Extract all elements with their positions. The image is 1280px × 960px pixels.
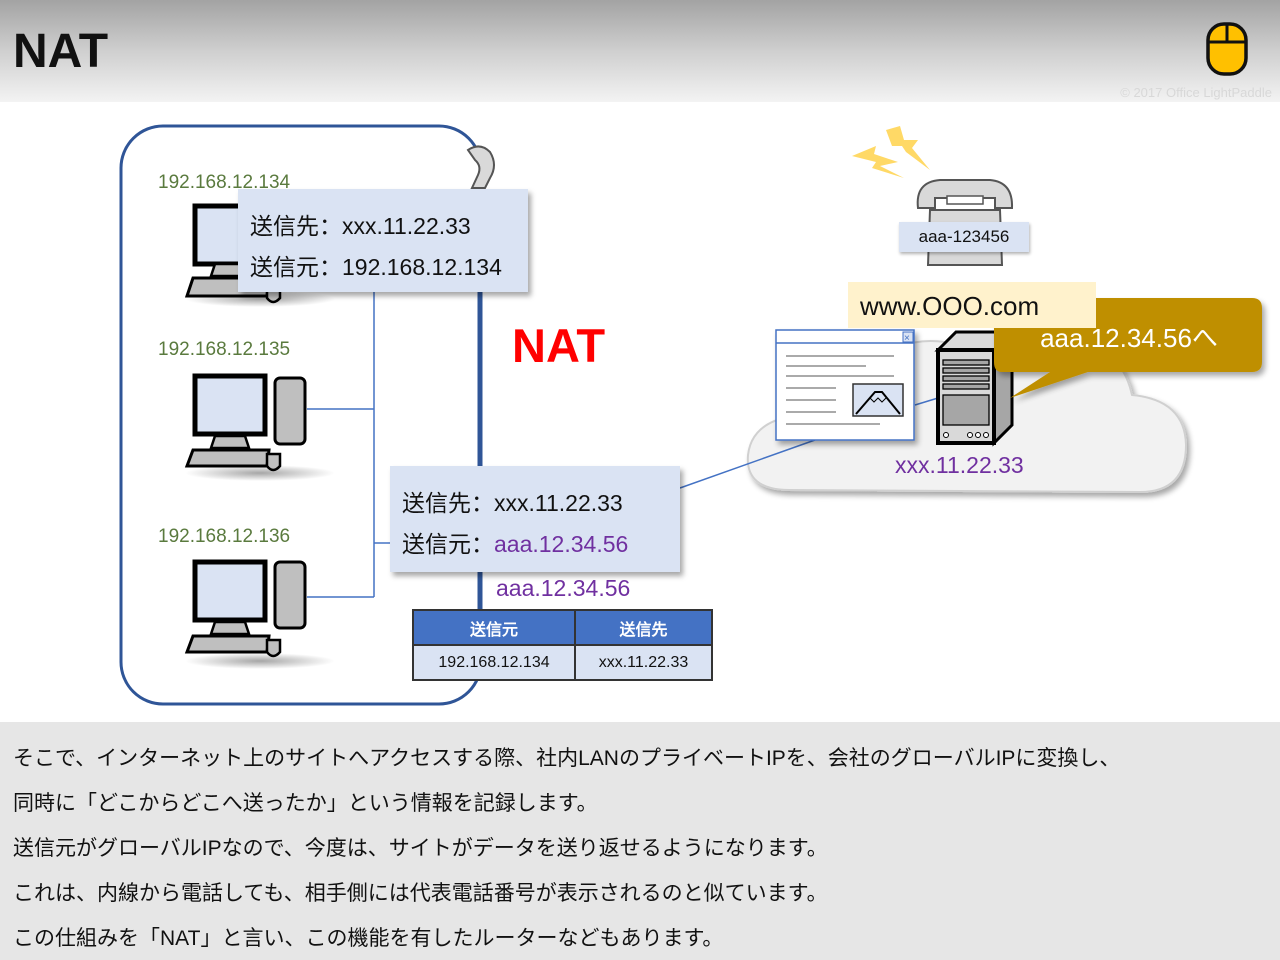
destination-value: xxx.11.22.33 <box>342 213 471 239</box>
explanation-line: 送信元がグローバルIPなので、今度は、サイトがデータを送り返せるようになります。 <box>13 837 828 860</box>
callout-text: aaa.12.34.56へ <box>1040 323 1218 353</box>
destination-label: 送信先： <box>250 213 342 239</box>
network-lines <box>307 290 939 598</box>
source-value: aaa.12.34.56 <box>494 531 629 557</box>
explanation-panel: そこで、インターネット上のサイトへアクセスする際、社内LANのプライベートIPを… <box>0 722 1280 960</box>
table-header-source: 送信元 <box>412 609 576 646</box>
explanation-line: 同時に「どこからどこへ送ったか」という情報を記録します。 <box>13 792 598 815</box>
pc-ip-label: 192.168.12.135 <box>158 339 291 360</box>
explanation-line: この仕組みを「NAT」と言い、この機能を有したルーターなどもあります。 <box>13 927 724 950</box>
explanation-line: これは、内線から電話しても、相手側には代表電話番号が表示されるのと似ています。 <box>13 882 828 905</box>
desktop-computer-icon <box>184 559 335 669</box>
lan-boundary <box>119 124 483 706</box>
router-global-ip: aaa.12.34.56 <box>496 575 631 601</box>
site-domain-label: www.OOO.com <box>848 282 1096 328</box>
table-cell-source: 192.168.12.134 <box>412 644 576 681</box>
slide-title: NAT <box>13 25 109 78</box>
source-label: 送信元： <box>250 254 342 280</box>
packet-header-before-nat: 送信先：xxx.11.22.33 送信元：192.168.12.134 <box>238 189 528 292</box>
copyright-text: © 2017 Office LightPaddle <box>1120 85 1272 100</box>
pc-ip-label: 192.168.12.134 <box>158 172 291 193</box>
server-ip-label: xxx.11.22.33 <box>895 452 1024 478</box>
explanation-line: そこで、インターネット上のサイトへアクセスする際、社内LANのプライベートIPを… <box>13 747 1121 770</box>
table-cell-destination: xxx.11.22.33 <box>574 644 713 681</box>
nat-label: NAT <box>512 319 606 372</box>
server-icon <box>934 328 1016 447</box>
slide-header: NAT © 2017 Office LightPaddle <box>0 0 1280 102</box>
cable-plug-icon <box>466 145 495 189</box>
table-header-row: 送信元 送信先 <box>412 609 713 646</box>
table-header-destination: 送信先 <box>574 609 713 646</box>
destination-row: 送信先：xxx.11.22.33 <box>402 484 623 518</box>
destination-row: 送信先：xxx.11.22.33 <box>250 207 471 241</box>
svg-text:×: × <box>904 333 910 344</box>
phone-number-label: aaa-123456 <box>899 222 1029 252</box>
mouse-icon <box>1206 22 1248 76</box>
source-row: 送信元：192.168.12.134 <box>250 248 502 282</box>
table-row: 192.168.12.134 xxx.11.22.33 <box>412 644 713 681</box>
pc-ip-label: 192.168.12.136 <box>158 526 291 547</box>
source-value: 192.168.12.134 <box>342 254 502 280</box>
destination-value: xxx.11.22.33 <box>494 490 623 516</box>
lightning-icon <box>852 126 930 178</box>
destination-label: 送信先： <box>402 490 494 516</box>
source-label: 送信元： <box>402 531 494 557</box>
packet-header-after-nat: 送信先：xxx.11.22.33 送信元：aaa.12.34.56 <box>390 466 680 572</box>
nat-translation-table: 送信元 送信先 192.168.12.134 xxx.11.22.33 <box>412 609 713 681</box>
browser-window-icon: × <box>775 329 915 441</box>
source-row: 送信元：aaa.12.34.56 <box>402 525 628 559</box>
desktop-computer-icon <box>184 373 335 481</box>
